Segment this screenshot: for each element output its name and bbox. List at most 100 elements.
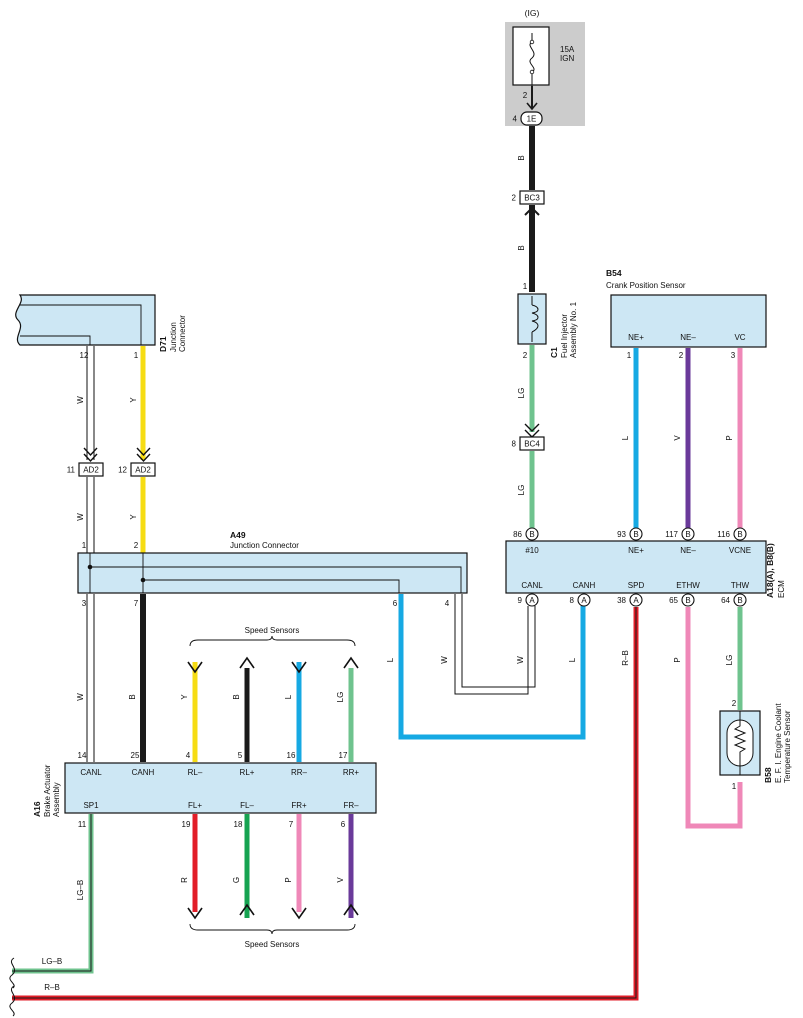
wire-break-icon: [9, 957, 16, 989]
wire-label-lg: LG: [517, 388, 526, 399]
sensor-arrow-icon: [291, 907, 307, 920]
a16-term: SP1: [83, 801, 99, 810]
fuse-pin: 2: [523, 91, 528, 100]
wire-label-lg: LG: [725, 655, 734, 666]
wire-label-w: W: [516, 656, 525, 664]
connector-bc4-label: BC4: [524, 440, 540, 449]
speed-sensors-top-label: Speed Sensors: [245, 626, 300, 635]
a16-term: FL+: [188, 801, 202, 810]
wire-label-w: W: [76, 693, 85, 701]
connector-ad2-w-pin: 11: [67, 466, 76, 475]
ecm-bottom-pin: 64: [721, 596, 730, 605]
a49-internal-line: [142, 553, 400, 593]
wire-b54-ecm: L V P: [621, 348, 743, 528]
a16-bottom-pin: 7: [289, 820, 294, 829]
wire-label-y: Y: [129, 514, 138, 520]
ecm-code: A18(A), B8(B): [765, 543, 775, 598]
a16-body: [64, 762, 377, 814]
connector-ad2-y: [130, 462, 156, 477]
b58-name-1: E. F. I. Engine Coolant: [774, 703, 783, 783]
b54-term: NE–: [680, 333, 696, 342]
sensor-arrow-icon: [239, 656, 255, 669]
ecm-top-pins: B 86 B 93 B 117 B 116: [513, 527, 747, 541]
d71-internal-line: [20, 304, 142, 345]
ecm-top-pin: 116: [717, 530, 730, 539]
b54-code: B54: [606, 268, 622, 278]
fuse-name: IGN: [560, 54, 574, 63]
wire-label-p: P: [284, 877, 293, 882]
connector-1e-label: 1E: [527, 115, 537, 124]
b54-pin: 2: [679, 351, 684, 360]
coolant-temp-sensor-b58: 2 1 B58 E. F. I. Engine Coolant Temperat…: [719, 699, 792, 791]
a16-term: RL+: [240, 768, 255, 777]
wire-label-v: V: [336, 877, 345, 883]
d71-body: [15, 294, 156, 346]
a49-name: Junction Connector: [230, 541, 299, 550]
a49-pin-bottom: 6: [393, 599, 398, 608]
wire-b-injector: B BC3 2 B 1: [512, 126, 545, 292]
wire-w-d71: W AD2 11 W: [67, 346, 104, 553]
ecm-term: SPD: [628, 581, 645, 590]
d71-pin-w: 12: [80, 351, 89, 360]
wire-label-p: P: [725, 435, 734, 440]
b58-code: B58: [763, 767, 773, 783]
fuse-icon: [529, 33, 535, 90]
a49-pin-top: 2: [134, 541, 139, 550]
sensor-arrow-icon: [187, 907, 203, 920]
fuse-terminal-icon: [529, 69, 535, 75]
injector-name-2: Assembly No. 1: [569, 301, 578, 358]
fuse-rating: 15A: [560, 45, 575, 54]
connector-bc4-pin: 8: [512, 440, 517, 449]
a49-internal-line: [89, 553, 462, 593]
connector-arrow-icon: [83, 447, 98, 463]
a49-code: A49: [230, 530, 246, 540]
ecm-bottom-pin: 38: [617, 596, 626, 605]
wire-label-l: L: [568, 657, 577, 662]
wire-label-l: L: [621, 435, 630, 440]
fuse-terminal-icon: [529, 39, 535, 45]
connector-bc3-pin: 2: [512, 194, 517, 203]
b58-pin-top: 2: [732, 699, 737, 708]
wire-label-lg: LG: [517, 485, 526, 496]
a49-body: [77, 552, 468, 594]
a16-term: RR–: [291, 768, 308, 777]
ecm-pin-conn: [681, 593, 695, 607]
a16-term: FR+: [291, 801, 307, 810]
ecm-name: ECM: [777, 580, 786, 598]
wire-label-lg: LG: [336, 692, 345, 703]
b54-term: VC: [734, 333, 745, 342]
b54-pin: 1: [627, 351, 632, 360]
fuse-body: [512, 26, 550, 86]
wire-label-w: W: [76, 513, 85, 521]
wire-label-y: Y: [180, 694, 189, 700]
sensor-arrow-icon: [239, 903, 255, 916]
wire-label-b: B: [517, 155, 526, 160]
a49-pin-bottom: 3: [82, 599, 87, 608]
junction-connector-a49: A49 Junction Connector 1 2 3 7 6 4: [77, 530, 468, 608]
ecm-pin-conn: [629, 527, 643, 541]
splice-dot-icon: [140, 577, 146, 583]
wire-label-b: B: [517, 245, 526, 250]
ecm-pin-conn: [525, 527, 539, 541]
a16-name-1: Brake Actuator: [43, 764, 52, 817]
wire-white-canl: [454, 594, 536, 695]
wire-break-icon: [9, 985, 16, 1017]
ecm-conn-letter: B: [529, 530, 534, 539]
ecm-pin-conn: [525, 593, 539, 607]
a16-top-pin: 16: [287, 751, 296, 760]
b54-pin: 3: [731, 351, 736, 360]
wire-red-black-stripe: [12, 607, 637, 999]
ecm-term: THW: [731, 581, 750, 590]
ecm-pin-conn: [733, 527, 747, 541]
wire-label-y: Y: [129, 397, 138, 403]
ecm-term: #10: [525, 546, 539, 555]
wire-lg-b-stripe: [12, 814, 92, 972]
sensor-arrow-icon: [187, 661, 203, 674]
fuel-injector-c1: C1 Fuel Injector Assembly No. 1 2: [517, 293, 578, 360]
connector-arrow-icon: [526, 102, 538, 111]
b58-pin-bottom: 1: [732, 782, 737, 791]
a16-name-2: Assembly: [52, 782, 61, 817]
wire-label-v: V: [673, 435, 682, 441]
wire-label-b: B: [128, 694, 137, 699]
